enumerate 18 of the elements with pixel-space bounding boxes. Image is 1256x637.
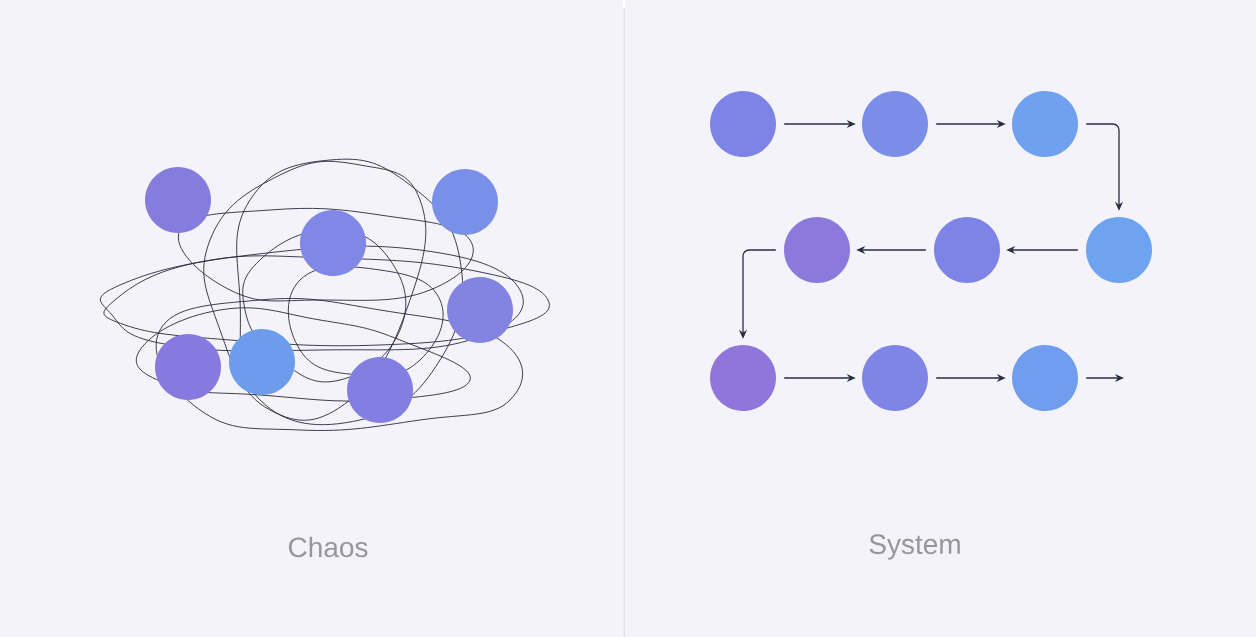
circle-node: [710, 91, 776, 157]
circle-node: [1012, 91, 1078, 157]
circle-node: [155, 334, 221, 400]
circle-node: [710, 345, 776, 411]
circle-node: [229, 329, 295, 395]
panel-caption: Chaos: [288, 536, 368, 558]
circle-node: [862, 345, 928, 411]
circle-node: [1012, 345, 1078, 411]
circle-node: [432, 169, 498, 235]
circle-node: [145, 167, 211, 233]
circle-node: [347, 357, 413, 423]
circle-node: [934, 217, 1000, 283]
circle-node: [784, 217, 850, 283]
panel-caption: System: [869, 534, 960, 560]
circle-node: [300, 210, 366, 276]
circle-node: [447, 277, 513, 343]
circle-node: [862, 91, 928, 157]
circle-node: [1086, 217, 1152, 283]
